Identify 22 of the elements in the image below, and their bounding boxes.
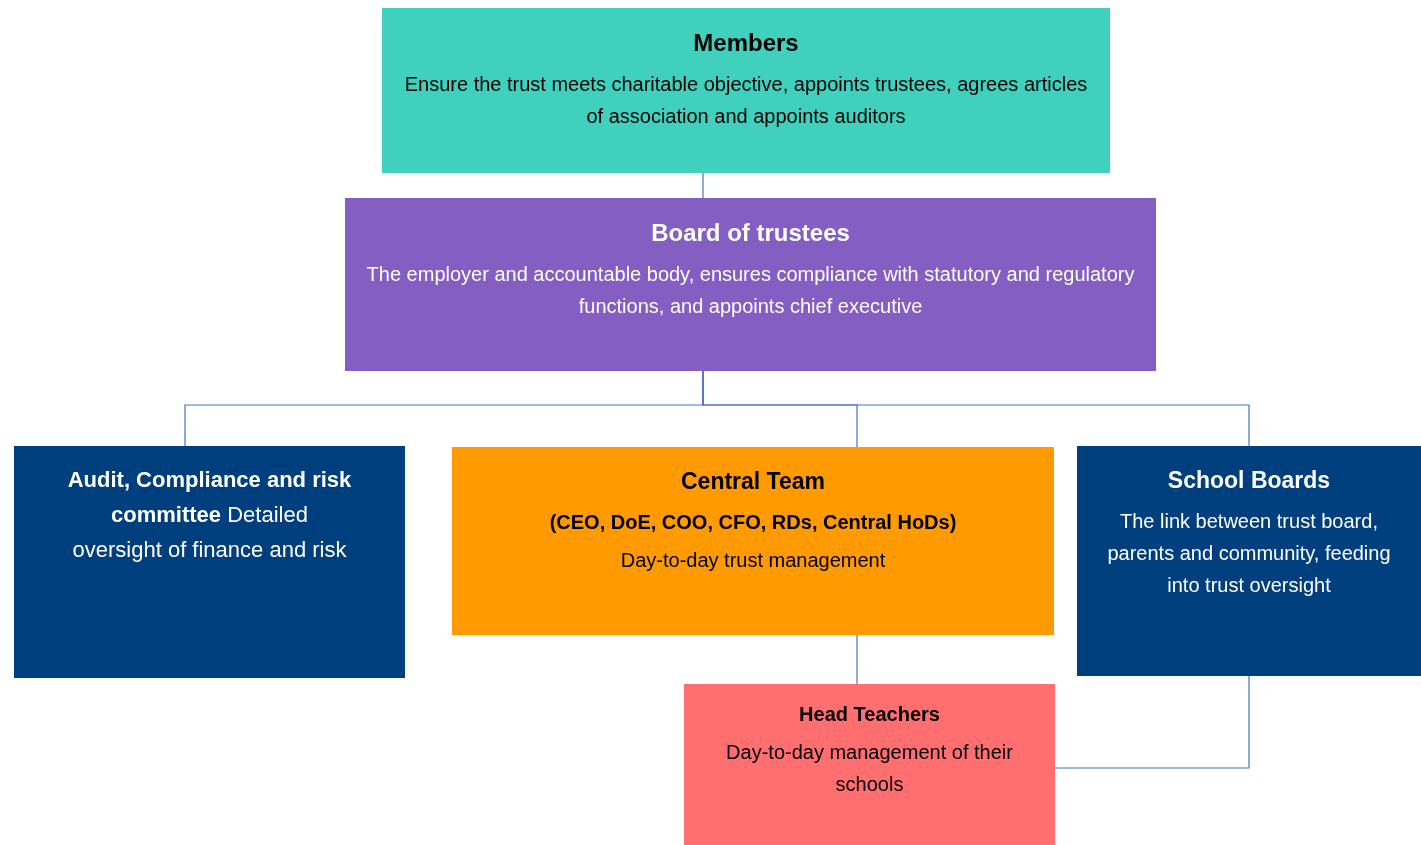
box-heading: Board of trustees	[651, 218, 850, 248]
connector-line	[856, 634, 858, 685]
org-box	[14, 446, 405, 678]
box-text: Day-to-day trust management	[620, 547, 886, 573]
box-heading: Central Team	[681, 467, 825, 496]
org-box	[1077, 446, 1421, 676]
box-text: (CEO, DoE, COO, CFO, RDs, Central HoDs)	[549, 509, 957, 535]
org-box	[382, 8, 1110, 173]
box-text: Day-to-day management of their schools	[725, 740, 1014, 797]
org-box	[345, 198, 1156, 371]
connector-line	[702, 172, 704, 199]
box-text: The employer and accountable body, ensures compliance with statutory and regulatory functions, and appoints chief executive	[365, 262, 1136, 320]
box-heading: Members	[693, 28, 799, 58]
org-box	[452, 447, 1054, 635]
box-text: The link between trust board, parents and community, feeding into trust oversight	[1106, 508, 1392, 598]
org-box	[684, 684, 1055, 845]
connector-line	[1054, 675, 1250, 769]
box-text: Audit, Compliance and risk committee Detailed oversight of finance and risk	[66, 466, 353, 565]
connector-line	[702, 370, 1250, 447]
box-heading: School Boards	[1167, 466, 1331, 495]
box-heading: Head Teachers	[799, 702, 940, 727]
box-text: Ensure the trust meets charitable objective, appoints trustees, agrees articles of association and appoints auditors	[403, 72, 1089, 130]
